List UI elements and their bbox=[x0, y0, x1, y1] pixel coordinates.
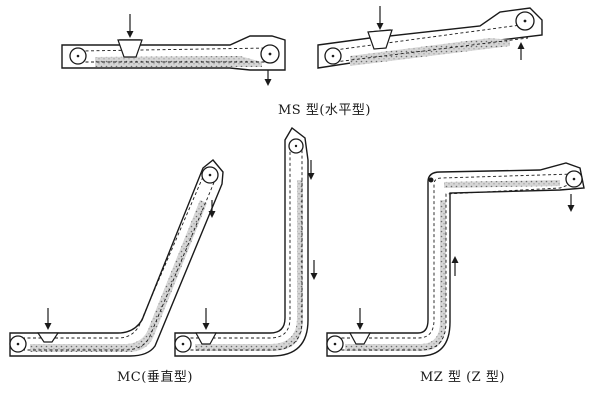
mc-type-caption: MC(垂直型) bbox=[117, 370, 193, 385]
mz-z-type-conveyor bbox=[326, 162, 585, 357]
mz-type-caption: MZ 型 (Z 型) bbox=[420, 370, 505, 385]
ms-horizontal-conveyor bbox=[61, 14, 286, 86]
ms-inclined-conveyor bbox=[317, 6, 543, 69]
mc-inclined-conveyor bbox=[9, 159, 224, 357]
mc-vertical-conveyor bbox=[174, 126, 318, 357]
ms-type-caption: MS 型(水平型) bbox=[278, 103, 371, 118]
